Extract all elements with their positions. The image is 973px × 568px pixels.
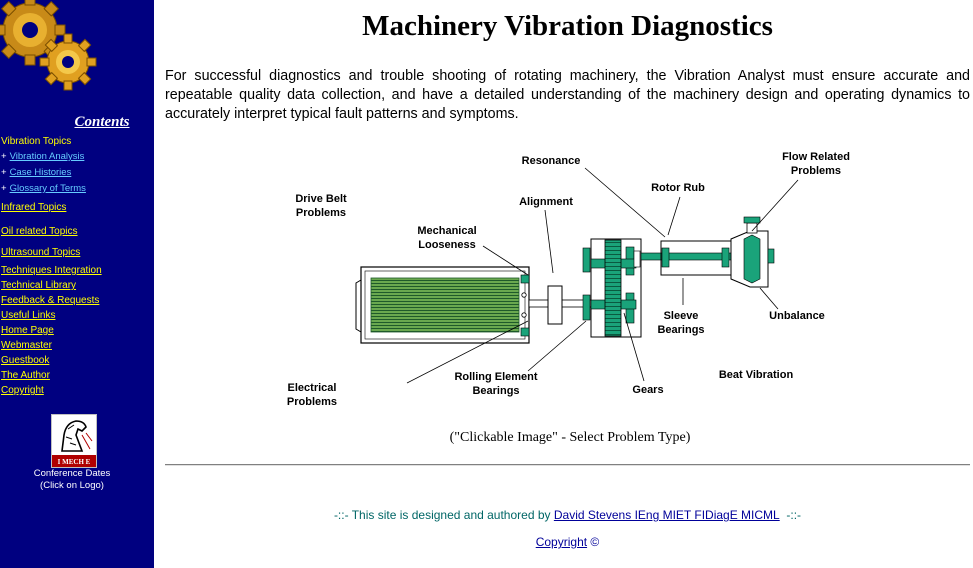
horse-icon: I MECH E (52, 416, 96, 467)
sub-item-label[interactable]: Case Histories (9, 167, 72, 178)
label-flow-related-2[interactable]: Problems (791, 165, 841, 177)
sub-item-label[interactable]: Glossary of Terms (9, 183, 86, 194)
label-drive-belt-2[interactable]: Problems (296, 207, 346, 219)
label-rotor-rub[interactable]: Rotor Rub (651, 182, 705, 194)
leader-lines (406, 167, 799, 384)
nav-infrared-topics[interactable]: Infrared Topics (1, 202, 67, 213)
label-alignment[interactable]: Alignment (519, 196, 573, 208)
label-electrical-1[interactable]: Electrical (288, 382, 337, 394)
click-on-logo-text: (Click on Logo) (40, 480, 104, 491)
sidebar: Contents Vibration Topics +Vibration Ana… (0, 0, 154, 568)
label-mechanical-2[interactable]: Looseness (418, 239, 475, 251)
authored-prefix: -::- This site is designed and authored … (333, 508, 551, 522)
label-drive-belt-1[interactable]: Drive Belt (295, 193, 347, 205)
conference-dates-text: Conference Dates (33, 468, 111, 479)
authored-suffix: -::- (786, 508, 802, 522)
nav-ultrasound-topics[interactable]: Ultrasound Topics (1, 247, 81, 258)
divider (165, 464, 970, 466)
copyright-symbol: © (590, 535, 600, 549)
page-title: Machinery Vibration Diagnostics (362, 10, 773, 42)
label-unbalance[interactable]: Unbalance (769, 310, 825, 322)
plus-marker: + (1, 183, 7, 194)
gears-logo-icon (0, 0, 97, 91)
imeche-logo[interactable]: I MECH E (51, 414, 97, 468)
sub-item-vibration-analysis[interactable]: +Vibration Analysis (1, 151, 84, 163)
copyright-link[interactable]: Copyright (535, 535, 588, 549)
label-electrical-2[interactable]: Problems (287, 396, 337, 408)
intro-paragraph: For successful diagnostics and trouble s… (165, 68, 970, 122)
label-sleeve-1[interactable]: Sleeve (664, 310, 699, 322)
nav-the-author[interactable]: The Author (1, 370, 50, 381)
label-rolling-2[interactable]: Bearings (472, 385, 519, 397)
label-sleeve-2[interactable]: Bearings (657, 324, 704, 336)
diagram-caption: ("Clickable Image" - Select Problem Type… (449, 430, 691, 445)
sub-item-case-histories[interactable]: +Case Histories (1, 167, 71, 179)
nav-techniques-integration[interactable]: Techniques Integration (1, 265, 102, 276)
contents-heading: Contents (74, 114, 130, 130)
sleeve-bearing-2[interactable] (721, 247, 730, 268)
sleeve-bearing-1[interactable] (661, 247, 670, 268)
logo-text: I MECH E (58, 458, 91, 466)
nav-home-page[interactable]: Home Page (1, 325, 54, 336)
plus-marker: + (1, 167, 7, 178)
label-mechanical-1[interactable]: Mechanical (417, 225, 476, 237)
copyright-line: Copyright © (165, 535, 970, 549)
vibration-topics-label: Vibration Topics (1, 136, 72, 147)
author-link[interactable]: David Stevens IEng MIET FIDiagE MICML (553, 508, 780, 522)
label-resonance[interactable]: Resonance (522, 155, 581, 167)
electric-motor[interactable] (355, 266, 530, 344)
pump[interactable] (730, 216, 775, 288)
gearbox[interactable] (582, 238, 642, 338)
nav-feedback[interactable]: Feedback & Requests (1, 295, 100, 306)
sub-item-label[interactable]: Vibration Analysis (9, 151, 85, 162)
nav-useful-links[interactable]: Useful Links (1, 310, 56, 321)
authored-by-line: -::- This site is designed and authored … (165, 508, 970, 522)
label-gears[interactable]: Gears (632, 384, 663, 396)
nav-copyright[interactable]: Copyright (1, 385, 44, 396)
nav-oil-topics[interactable]: Oil related Topics (1, 226, 78, 237)
coupling[interactable] (547, 285, 563, 325)
plus-marker: + (1, 151, 7, 162)
nav-technical-library[interactable]: Technical Library (1, 280, 77, 291)
machinery-diagram[interactable]: Resonance Flow Related Problems Rotor Ru… (270, 143, 973, 423)
nav-guestbook[interactable]: Guestbook (1, 355, 50, 366)
label-rolling-1[interactable]: Rolling Element (454, 371, 537, 383)
label-beat-vibration[interactable]: Beat Vibration (719, 369, 794, 381)
nav-webmaster[interactable]: Webmaster (1, 340, 52, 351)
label-flow-related-1[interactable]: Flow Related (782, 151, 850, 163)
output-shaft (640, 252, 746, 261)
sub-item-glossary[interactable]: +Glossary of Terms (1, 183, 86, 195)
